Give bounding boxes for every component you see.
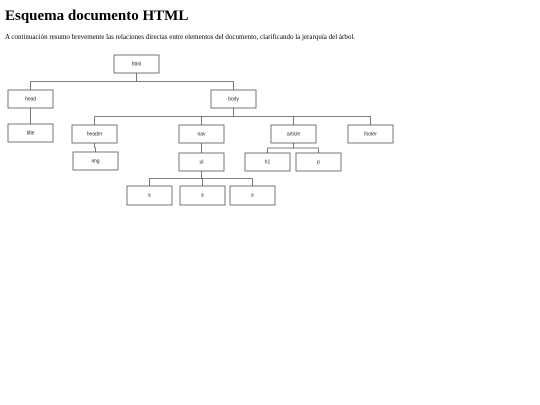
tree-node-label: body	[228, 97, 239, 103]
tree-node-box	[244, 152, 291, 172]
tree-node-box	[229, 185, 276, 206]
tree-node-body: body	[210, 89, 257, 109]
tree-node-box	[270, 124, 317, 144]
tree-node-label: img	[91, 159, 99, 165]
tree-node-article: article	[270, 124, 317, 144]
tree-node-html: html	[113, 54, 160, 74]
tree-node-label: html	[132, 62, 141, 68]
tree-node-box	[179, 185, 226, 206]
tree-node-label: title	[27, 131, 35, 137]
tree-node-box	[7, 89, 54, 109]
tree-nodes: html head body title header nav article footer i…	[7, 54, 394, 206]
tree-node-head: head	[7, 89, 54, 109]
intro-paragraph: A continuación resumo brevemente las rel…	[5, 33, 356, 41]
tree-node-box	[295, 152, 342, 172]
tree-node-h1: h1	[244, 152, 291, 172]
tree-node-box	[7, 123, 54, 143]
tree-edges	[30, 73, 371, 186]
tree-node-li3: li	[229, 185, 276, 206]
tree-node-label: li	[201, 193, 203, 199]
tree-node-label: ul	[200, 160, 204, 166]
tree-node-li2: li	[179, 185, 226, 206]
tree-node-p: p	[295, 152, 342, 172]
tree-node-label: nav	[197, 132, 206, 138]
page-title: Esquema documento HTML	[5, 8, 189, 24]
tree-node-title: title	[7, 123, 54, 143]
tree-node-label: header	[87, 132, 103, 138]
tree-node-li1: li	[126, 185, 173, 206]
tree-node-label: head	[25, 97, 36, 103]
tree-node-box	[347, 124, 394, 144]
tree-node-label: li	[251, 193, 253, 199]
tree-node-img: img	[72, 151, 119, 171]
tree-node-box	[178, 152, 225, 172]
tree-node-box	[113, 54, 160, 74]
tree-node-label: article	[287, 132, 301, 138]
tree-node-label: p	[317, 160, 320, 166]
tree-node-box	[178, 124, 225, 144]
tree-node-label: footer	[364, 132, 377, 138]
tree-node-header: header	[71, 124, 118, 144]
tree-node-nav: nav	[178, 124, 225, 144]
tree-node-label: h1	[265, 160, 271, 166]
tree-node-label: li	[148, 193, 150, 199]
tree-node-ul: ul	[178, 152, 225, 172]
tree-node-footer: footer	[347, 124, 394, 144]
tree-node-box	[210, 89, 257, 109]
tree-node-box	[72, 151, 119, 171]
tree-node-box	[71, 124, 118, 144]
tree-node-box	[126, 185, 173, 206]
